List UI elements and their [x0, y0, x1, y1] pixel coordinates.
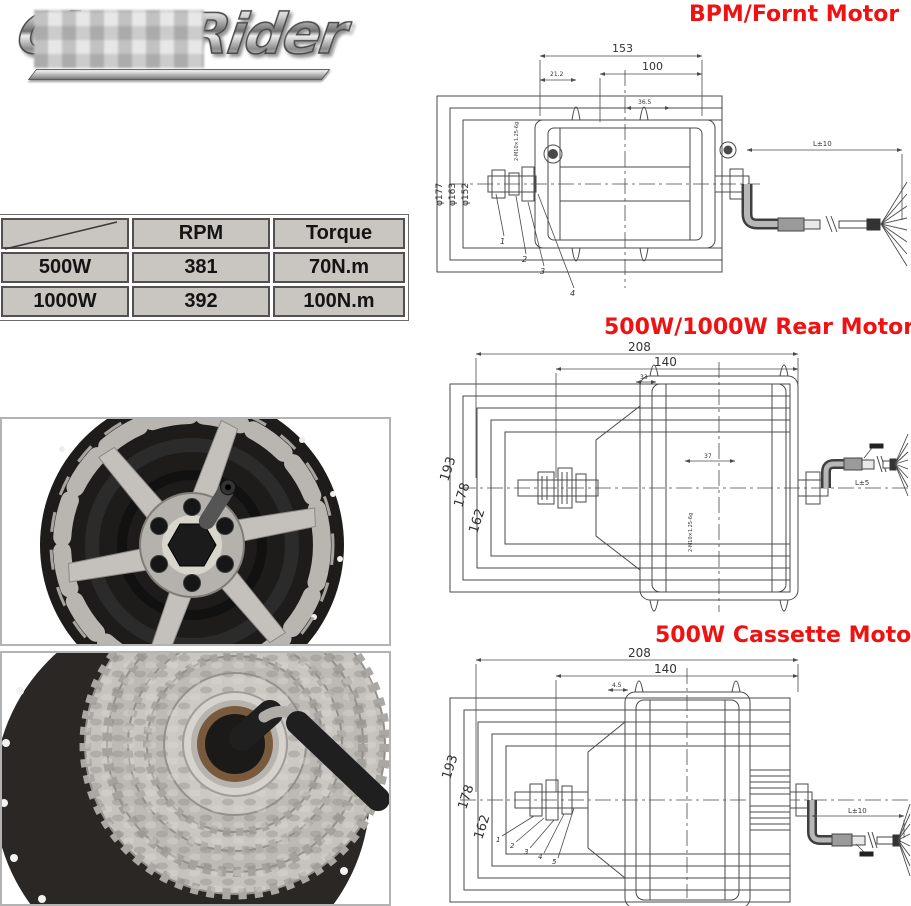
left-axle — [518, 468, 598, 508]
spoke-holes — [59, 437, 343, 620]
cassette-motor-technical-drawing: 208 140 4.5 L±10 193 178 162 1 2 3 4 5 — [440, 646, 911, 906]
table-row: 500W 381 70N.m — [1, 252, 405, 283]
dim-overall-width: 208 — [628, 340, 651, 354]
wire-fanout — [895, 434, 908, 496]
dim-flange-spacing: 36.5 — [638, 99, 652, 106]
hub-body — [588, 681, 750, 906]
torque-cell: 100N.m — [273, 286, 405, 317]
cassette-hub-photo — [0, 651, 391, 906]
motor-cable — [812, 800, 910, 876]
dim-overall-width: 153 — [612, 42, 633, 55]
diameter-extension-rects — [450, 384, 790, 592]
left-axle — [515, 780, 588, 820]
leader-number: 3 — [524, 848, 528, 856]
axle-thread-label: 2-M10×1.25-6g — [514, 122, 520, 161]
brand-logo-underline — [27, 69, 331, 80]
motor-cable — [826, 434, 908, 496]
spec-table-header-torque: Torque — [273, 218, 405, 249]
diagonal-line — [4, 221, 118, 250]
rear-motor-technical-drawing: 208 140 33 37 L±5 193 178 162 2-M10×1.25… — [438, 340, 911, 622]
rotor-bolts — [150, 498, 234, 592]
dim-flange-spacing: 33 — [640, 374, 648, 381]
brand-logo-censor-mosaic — [34, 10, 204, 68]
leader-number: 1 — [500, 237, 505, 246]
torque-cell: 70N.m — [273, 252, 405, 283]
dim-dia-outer: 193 — [440, 753, 462, 781]
spec-table-diagonal-cell — [1, 218, 129, 250]
leader-lines — [502, 808, 574, 858]
front-motor-title: BPM/Fornt Motor — [689, 2, 900, 27]
hub-body — [535, 107, 715, 261]
axle-cable — [229, 700, 389, 811]
dim-dia-inner: 162 — [467, 507, 489, 535]
front-motor-technical-drawing: 153 100 21.2 36.5 L±10 φ177 φ163 φ152 2-… — [435, 42, 911, 298]
dim-overall-width: 208 — [628, 646, 651, 660]
rpm-cell: 392 — [132, 286, 270, 317]
wire-fanout — [881, 182, 907, 266]
motor-cable — [747, 182, 907, 266]
cassette-hub-illustration — [2, 653, 389, 904]
leader-number: 1 — [496, 836, 500, 844]
axle-stub — [198, 479, 237, 530]
dim-offset: 21.2 — [550, 71, 564, 78]
dim-cable-length: L±10 — [848, 807, 867, 815]
dim-dia-mid: 178 — [452, 481, 474, 509]
dim-cable-length: L±5 — [855, 479, 869, 487]
leader-number: 2 — [510, 842, 515, 850]
cable-spec-tag — [860, 852, 873, 856]
leader-number: 3 — [540, 267, 545, 276]
model-cell: 500W — [1, 252, 129, 283]
dim-dia-outer: φ177 — [435, 183, 445, 206]
spec-table-header-row: RPM Torque — [1, 218, 405, 250]
spec-table: RPM Torque 500W 381 70N.m 1000W 392 100N… — [0, 214, 409, 321]
dim-flange-spacing: 4.5 — [612, 682, 622, 689]
leader-number: 5 — [552, 858, 557, 866]
left-axle — [488, 167, 536, 201]
dim-dia-outer: 193 — [438, 455, 460, 483]
brake-rotor — [49, 419, 335, 644]
disc-rotor-illustration — [40, 419, 344, 644]
axle-thread-label: 2-M10×1.25-6g — [688, 513, 694, 552]
dim-dia-inner: φ152 — [461, 183, 471, 206]
leader-number: 4 — [570, 289, 575, 298]
rear-motor-title: 500W/1000W Rear Motor — [604, 315, 911, 340]
dim-dia-mid: 178 — [456, 783, 478, 811]
cable-spec-tag — [870, 444, 883, 448]
dim-dia-inner: 162 — [472, 813, 494, 841]
disc-rotor-photo — [0, 417, 391, 646]
leader-lines — [496, 194, 574, 288]
cassette-spline-block — [750, 770, 812, 830]
dim-inner-width: 100 — [642, 60, 663, 73]
spec-table-header-rpm: RPM — [132, 218, 270, 249]
dim-offset: 37 — [704, 453, 712, 460]
dimension-lines — [475, 352, 799, 478]
leader-number: 4 — [538, 853, 542, 861]
dim-dia-mid: φ163 — [448, 183, 458, 206]
brand-logo: ChamRider — [6, 1, 350, 96]
rpm-cell: 381 — [132, 252, 270, 283]
dim-inner-width: 140 — [654, 662, 677, 676]
dimension-lines — [475, 658, 905, 838]
leader-number: 2 — [522, 255, 527, 264]
cassette-motor-title: 500W Cassette Motor — [655, 623, 911, 648]
dimension-lines — [539, 54, 903, 220]
model-cell: 1000W — [1, 286, 129, 317]
table-row: 1000W 392 100N.m — [1, 286, 405, 317]
dim-inner-width: 140 — [654, 355, 677, 369]
dim-cable-length: L±10 — [813, 140, 832, 148]
